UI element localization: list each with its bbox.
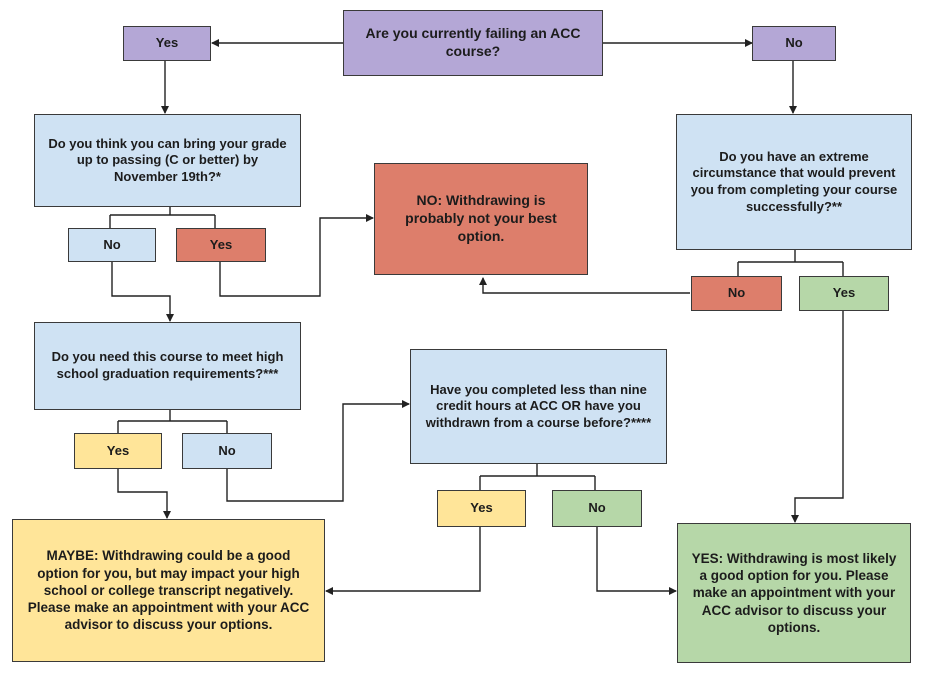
edge-hs-split [117, 410, 228, 433]
answer-yes-credit-hours: Yes [437, 490, 526, 527]
outcome-yes: YES: Withdrawing is most likely a good o… [677, 523, 911, 663]
answer-yes-grade: Yes [176, 228, 266, 262]
edge-hs-no-credit [226, 400, 410, 502]
edge-credit-no-yes [596, 527, 677, 595]
question-high-school: Do you need this course to meet high sch… [34, 322, 301, 410]
answer-no-failing: No [752, 26, 836, 61]
answer-yes-high-school: Yes [74, 433, 162, 469]
question-credit-hours: Have you completed less than nine credit… [410, 349, 667, 464]
answer-no-credit-hours: No [552, 490, 642, 527]
edge-extreme-split [737, 250, 844, 276]
edge-hs-yes-maybe [117, 469, 171, 519]
question-bring-grade: Do you think you can bring your grade up… [34, 114, 301, 207]
edge-grade-yes-no [219, 214, 374, 297]
answer-no-high-school: No [182, 433, 272, 469]
question-extreme-circumstance: Do you have an extreme circumstance that… [676, 114, 912, 250]
edge-extreme-no-no [479, 277, 690, 294]
answer-no-grade: No [68, 228, 156, 262]
outcome-maybe: MAYBE: Withdrawing could be a good optio… [12, 519, 325, 662]
edge-grade-no-hs [111, 262, 174, 322]
answer-yes-failing: Yes [123, 26, 211, 61]
outcome-no: NO: Withdrawing is probably not your bes… [374, 163, 588, 275]
answer-no-extreme: No [691, 276, 782, 311]
start-question-failing: Are you currently failing an ACC course? [343, 10, 603, 76]
edge-grade-split [109, 206, 216, 228]
answer-yes-extreme: Yes [799, 276, 889, 311]
edge-credit-split [479, 464, 596, 490]
edge-credit-yes-maybe [325, 527, 481, 595]
edge-extreme-yes-yes [791, 311, 844, 523]
